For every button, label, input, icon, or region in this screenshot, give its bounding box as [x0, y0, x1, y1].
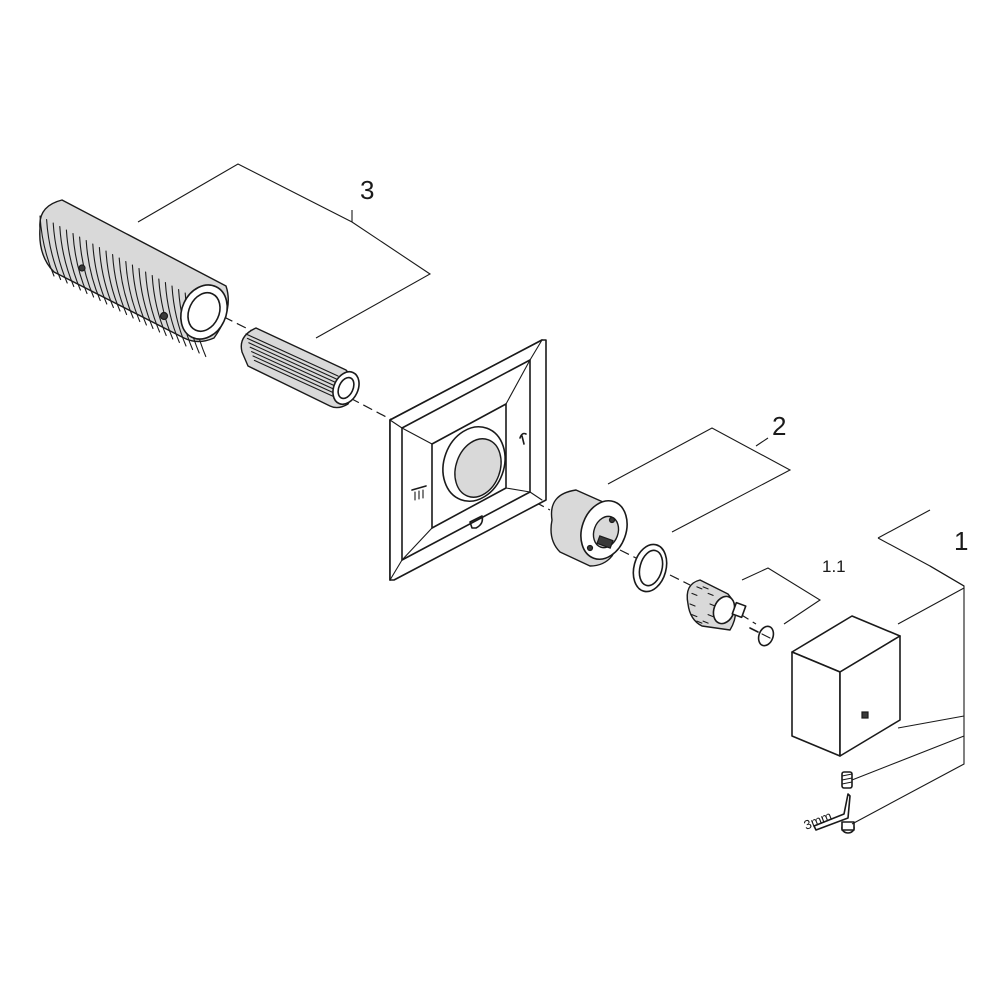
- spline-adapter: [686, 579, 747, 631]
- cap-plug: [841, 821, 855, 834]
- square-trim-plate: [389, 339, 547, 581]
- shower-head-symbol: [519, 432, 527, 445]
- retaining-screw: [749, 625, 775, 647]
- callout-part-2: 2: [772, 411, 786, 441]
- leader-lines: [137, 163, 965, 825]
- hex-key-tool: [813, 793, 851, 831]
- set-screw: [841, 771, 853, 789]
- rain-shower-symbol: [411, 485, 427, 501]
- callout-part-1-1: 1.1: [822, 557, 846, 576]
- cube-handle: [791, 615, 901, 757]
- callout-part-1: 1: [954, 526, 968, 556]
- callout-part-3: 3: [360, 175, 374, 205]
- bathtub-symbol: [469, 515, 484, 529]
- o-ring-seal: [632, 543, 668, 593]
- fluted-extension-spindle: [240, 327, 360, 409]
- threaded-extension-sleeve: [39, 199, 229, 358]
- diverter-cartridge: [550, 489, 628, 567]
